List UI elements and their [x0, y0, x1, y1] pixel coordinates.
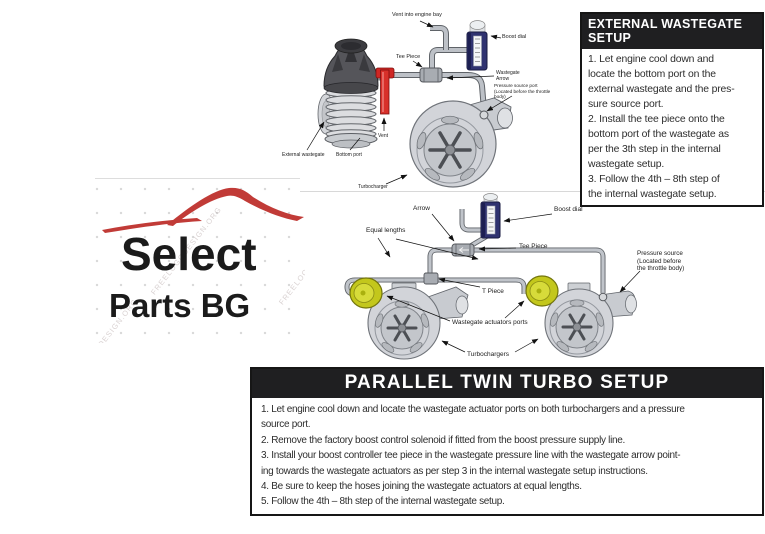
compressor-fan	[428, 131, 472, 169]
t-piece-fitting	[423, 272, 439, 285]
parallel-step-1: 1. Let engine cool down and locate the w…	[261, 404, 685, 431]
label-vent: Vent	[378, 133, 389, 139]
leader-arrows	[377, 213, 641, 353]
parallel-step-4: 4. Be sure to keep the hoses joining the…	[261, 481, 582, 493]
vent-pipe-red	[375, 67, 395, 115]
left-wastegate-actuator	[349, 277, 383, 309]
label-vent-into-engine-bay: Vent into engine bay	[392, 12, 442, 18]
leader-arrows	[306, 20, 513, 185]
external-setup-steps: 1. Let engine cool down and locate the b…	[582, 49, 762, 205]
label-t-piece: T Piece	[482, 288, 504, 295]
pressure-source-port-fitting	[479, 110, 489, 120]
logo-swoosh	[102, 187, 304, 233]
external-wastegate-part	[317, 38, 385, 149]
external-wastegate-setup-box: EXTERNAL WASTEGATE SETUP 1. Let engine c…	[580, 12, 764, 207]
boost-dial-part	[480, 193, 501, 239]
label-turbochargers: Turbochargers	[467, 351, 510, 358]
external-setup-title: EXTERNAL WASTEGATE SETUP	[582, 14, 762, 49]
label-boost-dial: Boost dial	[502, 34, 527, 40]
label-wastegate-arrow: Wastegate Arrow	[496, 70, 520, 83]
select-parts-bg-logo: FREELOGODESIGN.ORG FREELOGODESIGN.ORG FR…	[85, 173, 305, 343]
flow-arrow-glyph	[458, 247, 469, 253]
logo-text-select: Select	[121, 228, 257, 280]
boost-dial-part	[466, 20, 488, 71]
label-equal-lengths: Equal lengths	[366, 227, 406, 234]
label-external-wastegate: External wastegate	[282, 152, 325, 158]
label-boost-dial: Boost dial	[554, 206, 583, 213]
label-arrow: Arrow	[413, 205, 430, 212]
pipes	[380, 25, 487, 111]
right-turbocharger-part	[544, 282, 637, 358]
logo-text-parts-bg: Parts BG	[109, 287, 251, 324]
parallel-step-3: 3. Install your boost controller tee pie…	[261, 450, 681, 477]
label-pressure-source: Pressure source (Located before the thro…	[637, 250, 685, 273]
external-step-3: 3. Follow the 4th – 8th step of the inte…	[588, 174, 720, 200]
parallel-step-5: 5. Follow the 4th – 8th step of the inte…	[261, 496, 505, 508]
external-step-2: 2. Install the tee piece onto the bottom…	[588, 114, 729, 170]
external-wastegate-diagram: Vent into engine bay Boost dial Tee Piec…	[280, 8, 585, 193]
label-tee-piece: Tee Piece	[396, 54, 421, 60]
parallel-setup-title: PARALLEL TWIN TURBO SETUP	[252, 369, 762, 398]
label-bottom-port: Bottom port	[336, 152, 362, 158]
turbocharger-part	[409, 97, 513, 188]
tee-piece-fitting	[419, 67, 443, 83]
label-turbocharger: Turbocharger	[358, 184, 388, 190]
right-wastegate-actuator	[525, 275, 559, 307]
separator-line-middle	[300, 191, 765, 192]
pressure-source-fitting	[598, 292, 608, 302]
label-tee-piece: Tee Piece	[519, 243, 548, 250]
left-turbocharger-part	[367, 282, 469, 360]
label-pressure-source-port: Pressure source port (Located before the…	[494, 83, 551, 100]
parallel-twin-turbo-setup-box: PARALLEL TWIN TURBO SETUP 1. Let engine …	[250, 367, 764, 516]
parallel-setup-steps: 1. Let engine cool down and locate the w…	[252, 398, 762, 514]
label-wastegate-actuators-ports: Wastegate actuators ports	[452, 319, 528, 326]
parallel-twin-turbo-drawing	[344, 193, 641, 360]
pipes	[344, 209, 606, 297]
tee-piece-fitting	[451, 243, 475, 257]
parallel-twin-turbo-diagram: Arrow Equal lengths Boost dial Tee Piece…	[340, 193, 765, 367]
external-wastegate-drawing	[306, 20, 513, 188]
external-step-1: 1. Let engine cool down and locate the b…	[588, 54, 735, 110]
wastegate-spring	[325, 88, 377, 139]
parallel-step-2: 2. Remove the factory boost control sole…	[261, 434, 626, 446]
